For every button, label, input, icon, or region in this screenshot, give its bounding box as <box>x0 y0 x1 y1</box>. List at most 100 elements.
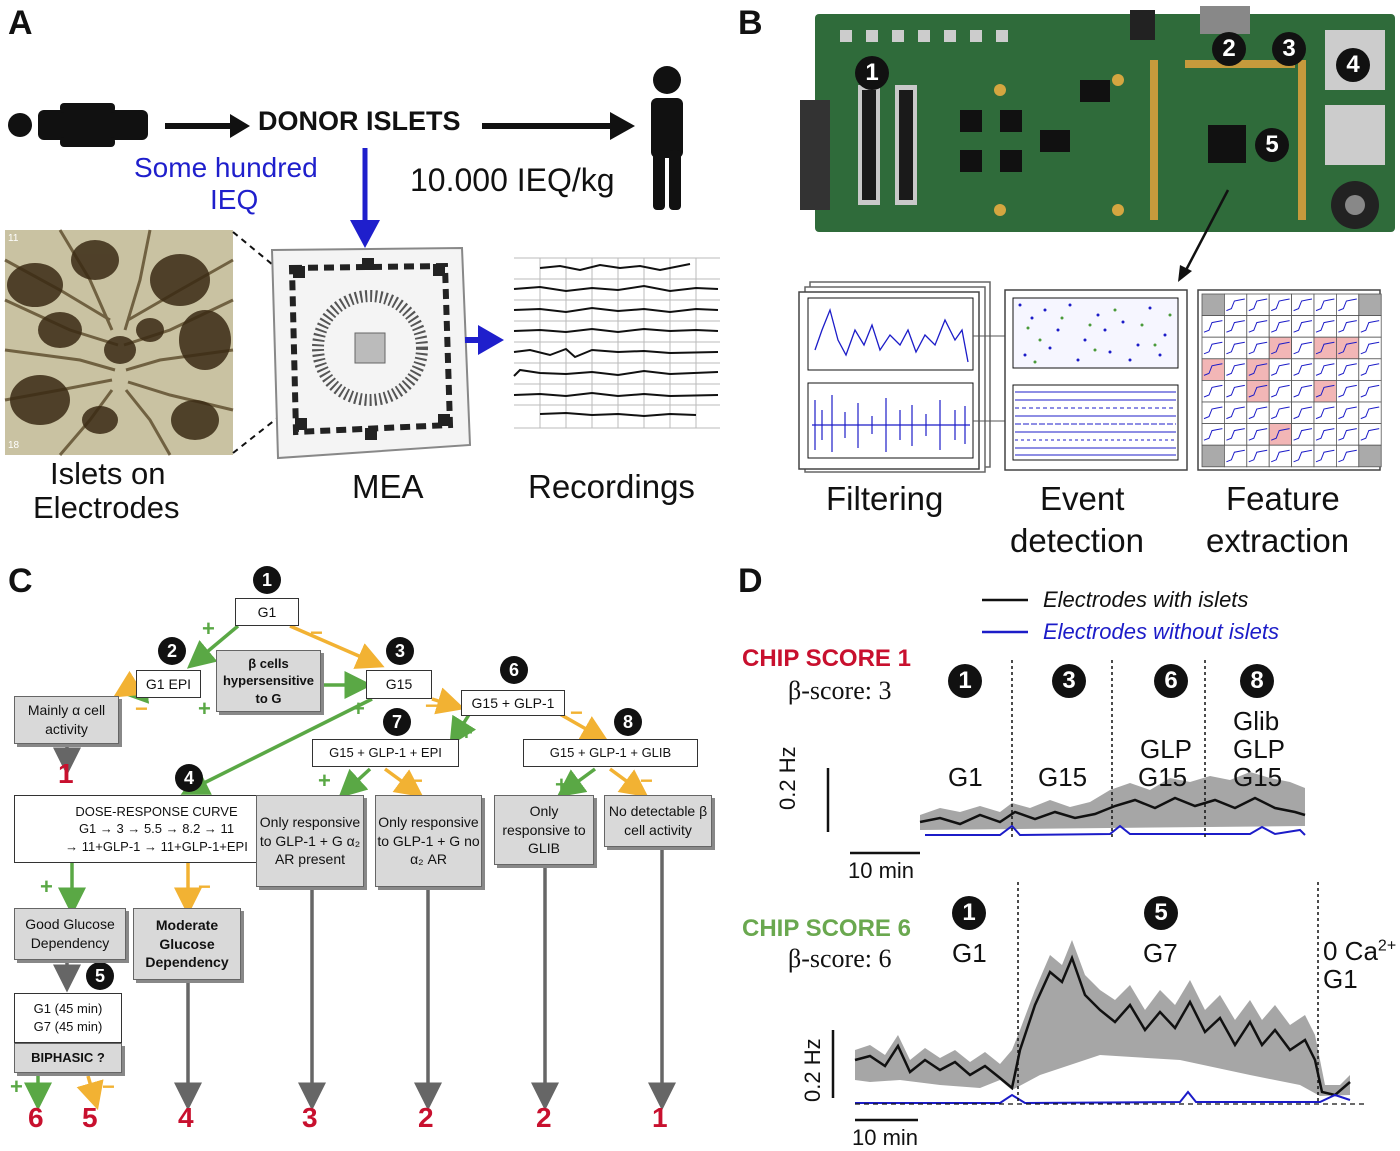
chip6-cond-ca-g1: G1 <box>1323 964 1358 994</box>
minus-sign: − <box>570 700 583 725</box>
chip6-cond-g1: G1 <box>952 938 987 968</box>
panel-label-a: A <box>8 4 33 42</box>
good-glucose-box: Good Glucose Dependency <box>14 908 126 960</box>
chip1-cond-glp: GLP <box>1140 734 1193 764</box>
filtering-label: Filtering <box>826 480 944 517</box>
recordings-label: Recordings <box>528 468 695 505</box>
g15-glp1-epi-box: G15 + GLP-1 + EPI <box>312 739 459 767</box>
step-8-badge: 8 <box>614 708 642 736</box>
chip1-step-8: 8 <box>1240 664 1274 698</box>
chip6-cond-g7: G7 <box>1143 938 1178 968</box>
panel-label-d: D <box>738 562 763 600</box>
plus-sign: + <box>352 696 365 721</box>
dose-label: 10.000 IEQ/kg <box>410 162 615 198</box>
score-biphasic-no: 5 <box>82 1102 98 1133</box>
mea-chip-image <box>270 246 472 460</box>
chip1-step-3: 3 <box>1052 664 1086 698</box>
chip6-cond-ca-sup: 2+ <box>1377 937 1397 955</box>
photo-index-top: 11 <box>8 233 19 244</box>
plus-sign: + <box>40 874 53 899</box>
score-no-beta: 1 <box>652 1102 668 1133</box>
chip1-step-6: 6 <box>1154 664 1188 698</box>
only-glib-box: Only responsive to GLIB <box>494 795 594 865</box>
only-glp-g-a2-box: Only responsive to GLP-1 + G α₂ AR prese… <box>256 795 364 887</box>
score-moderate: 4 <box>178 1102 194 1133</box>
step-7-badge: 7 <box>383 708 411 736</box>
dose-response-line1: G1 → 3 → 5.5 → 8.2 → 11 <box>78 821 235 837</box>
circuit-board-image <box>800 6 1395 232</box>
score-glib: 2 <box>536 1102 552 1133</box>
g15-glp1-glib-box: G15 + GLP-1 + GLIB <box>523 739 698 767</box>
panel-label-b: B <box>738 4 763 42</box>
feature-extraction-panel <box>1197 289 1382 471</box>
score-glp-noa2: 2 <box>418 1102 434 1133</box>
chip6-traces <box>831 882 1365 1122</box>
mainly-alpha-box: Mainly α cell activity <box>14 696 119 744</box>
dose-response-line2: → 11+GLP-1 → 11+GLP-1+EPI <box>65 838 248 854</box>
board-badge-2: 2 <box>1212 32 1246 66</box>
chip6-step-5: 5 <box>1144 896 1178 930</box>
minus-sign: − <box>135 696 148 721</box>
detection-label: detection <box>1010 522 1144 559</box>
board-badge-5: 5 <box>1255 128 1289 162</box>
legend-with-islets: Electrodes with islets <box>1043 587 1249 612</box>
g1-45-label: G1 (45 min) <box>33 1001 103 1017</box>
recordings-grid <box>513 257 720 429</box>
score-glp-a2: 3 <box>302 1102 318 1133</box>
chip6-cond-ca: 0 Ca2+ <box>1323 936 1396 967</box>
plus-sign: + <box>10 1074 23 1099</box>
mea-label: MEA <box>352 468 424 505</box>
g1-box: G1 <box>235 598 299 626</box>
only-glp-g-noa2-box: Only responsive to GLP-1 + G no α₂ AR <box>375 795 482 887</box>
minus-sign: − <box>410 768 423 793</box>
chip1-title: CHIP SCORE 1 <box>742 645 911 672</box>
minus-sign: − <box>310 620 323 645</box>
plus-sign: + <box>318 768 331 793</box>
photo-index-bottom: 18 <box>8 440 20 451</box>
recipient-person-icon <box>651 66 683 210</box>
islets-photo <box>4 229 234 456</box>
minus-sign: − <box>640 768 653 793</box>
minus-sign: − <box>102 1074 115 1099</box>
chip6-beta-score: β-score: 6 <box>788 944 892 973</box>
dose-response-title: DOSE-RESPONSE CURVE <box>75 803 238 819</box>
step-1-badge: 1 <box>253 566 281 594</box>
some-hundred-label: Some hundred <box>134 152 318 183</box>
feature-label: Feature <box>1226 480 1340 517</box>
step-6-badge: 6 <box>500 656 528 684</box>
event-detection-panel <box>1004 289 1188 471</box>
chip6-step-1: 1 <box>952 896 986 930</box>
chip1-cond-glib: Glib <box>1233 706 1280 736</box>
g15-glp1-box: G15 + GLP-1 <box>461 690 565 716</box>
step-2-badge: 2 <box>158 637 186 665</box>
chip1-cond-g1: G1 <box>948 762 983 792</box>
board-badge-3: 3 <box>1272 32 1306 66</box>
step-4-badge: 4 <box>175 764 203 792</box>
score-mainly-alpha: 1 <box>58 758 74 789</box>
score-biphasic-yes: 6 <box>28 1102 44 1133</box>
minus-sign: − <box>198 874 211 899</box>
legend-without-islets: Electrodes without islets <box>1043 619 1279 644</box>
event-label: Event <box>1040 480 1125 517</box>
chip6-scale-hz: 0.2 Hz <box>800 1038 825 1102</box>
chip1-cond-glp-g15: G15 <box>1138 762 1188 792</box>
g7-45-label: G7 (45 min) <box>33 1019 103 1034</box>
chip6-title: CHIP SCORE 6 <box>742 915 911 942</box>
chip6-cond-ca-text: 0 Ca <box>1323 936 1378 966</box>
extraction-label: extraction <box>1206 522 1350 559</box>
ieq-label: IEQ <box>210 184 259 215</box>
board-badge-4: 4 <box>1336 48 1370 82</box>
g15-box: G15 <box>366 670 432 699</box>
board-badge-1: 1 <box>855 56 889 90</box>
chip6-scale-min: 10 min <box>852 1125 919 1150</box>
donor-islets-label: DONOR ISLETS <box>258 106 461 136</box>
electrodes-label: Electrodes <box>33 490 180 525</box>
biphasic-box: BIPHASIC ? <box>14 1043 122 1073</box>
filtering-panel <box>798 281 991 473</box>
plus-sign: + <box>202 616 215 641</box>
chip1-cond-g15: G15 <box>1038 762 1088 792</box>
g1-g7-box: G1 (45 min) G7 (45 min) <box>14 993 122 1043</box>
